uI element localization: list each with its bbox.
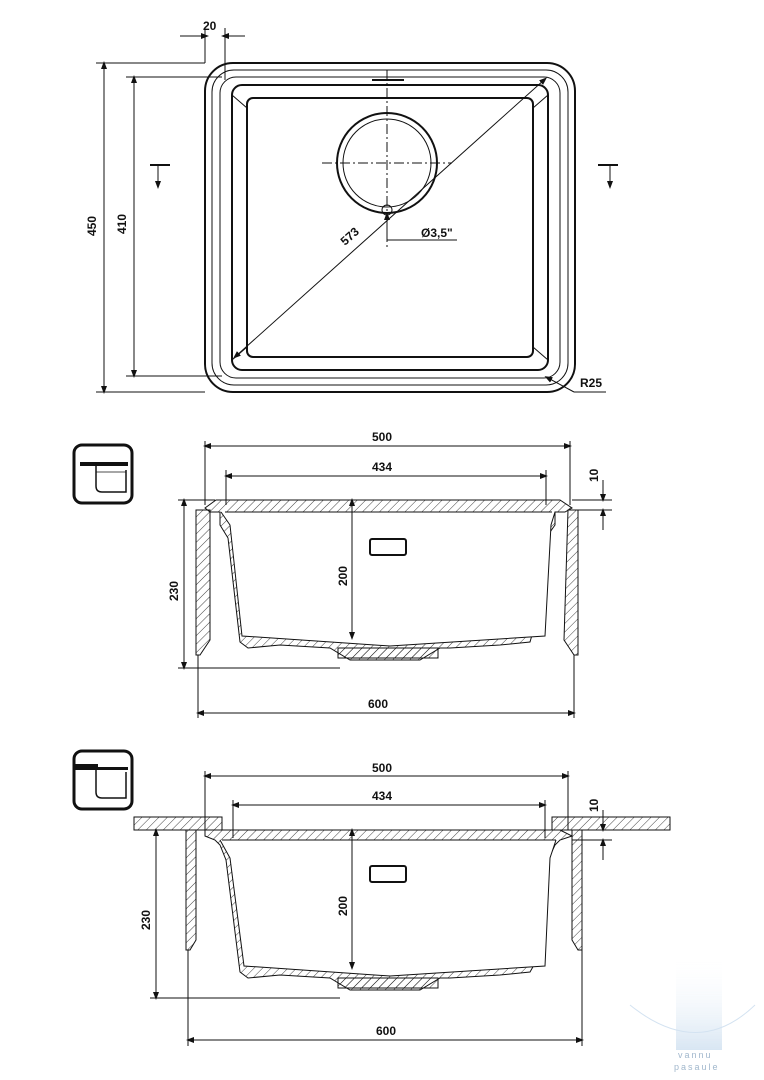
cabinet-width-label: 600 (368, 697, 388, 711)
overflow-outline-2 (369, 865, 407, 883)
flange-width-label: 20 (203, 19, 217, 33)
drain-dimension-label: Ø3,5" (421, 226, 453, 240)
top-view: 573 Ø3,5" 20 450 410 R25 (85, 19, 618, 394)
section-top-mount: 500 434 10 200 230 600 (72, 430, 612, 718)
outer-width-label: 500 (372, 430, 392, 444)
flange-thickness-label-2: 10 (587, 798, 601, 812)
inner-width-label: 434 (372, 460, 392, 474)
cabinet-width-label-2: 600 (376, 1024, 396, 1038)
countertop-left (133, 816, 223, 831)
cabinet-wall-right (563, 509, 579, 656)
overflow-outline (369, 538, 407, 556)
watermark-line1: vannu (678, 1050, 713, 1060)
top-mount-icon (72, 443, 134, 505)
inner-depth-label: 200 (336, 566, 350, 586)
outer-width-label-2: 500 (372, 761, 392, 775)
vannu-pasaule-watermark: vannu pasaule (629, 955, 756, 1072)
undermount-icon (72, 749, 134, 811)
cabinet-wall-right-2 (571, 829, 583, 951)
inner-depth-label-2: 200 (336, 896, 350, 916)
total-depth-label-2: 230 (139, 910, 153, 930)
cabinet-wall-left (195, 509, 211, 656)
sink-bowl-outline (231, 84, 549, 371)
countertop-right (551, 816, 671, 831)
total-depth-label: 230 (167, 581, 181, 601)
inner-height-label: 410 (115, 214, 129, 234)
section-undermount: 500 434 10 200 230 600 (72, 749, 671, 1046)
cabinet-wall-left-2 (185, 829, 197, 951)
drain-fitting (337, 647, 439, 659)
diagonal-dimension-label: 573 (338, 224, 362, 248)
inner-width-label-2: 434 (372, 789, 392, 803)
watermark-line2: pasaule (674, 1062, 720, 1072)
sink-outer-rim (204, 62, 576, 393)
drain-fitting-2 (337, 977, 439, 989)
flange-thickness-label: 10 (587, 468, 601, 482)
outer-height-label: 450 (85, 216, 99, 236)
radius-label: R25 (580, 376, 602, 390)
